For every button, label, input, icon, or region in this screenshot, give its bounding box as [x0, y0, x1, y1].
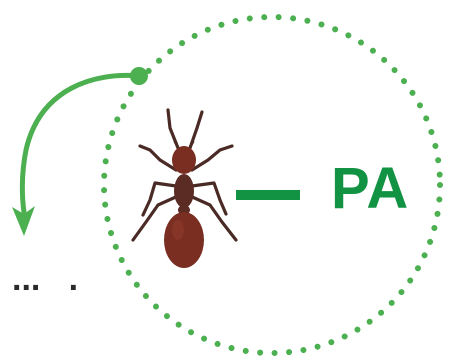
dash-line — [236, 190, 300, 200]
trailing-dots-text: ... . — [12, 262, 78, 296]
pa-label: PA — [331, 160, 409, 218]
ant-icon — [133, 110, 236, 268]
arrow-path — [22, 75, 139, 212]
curved-arrow-icon — [12, 67, 148, 236]
